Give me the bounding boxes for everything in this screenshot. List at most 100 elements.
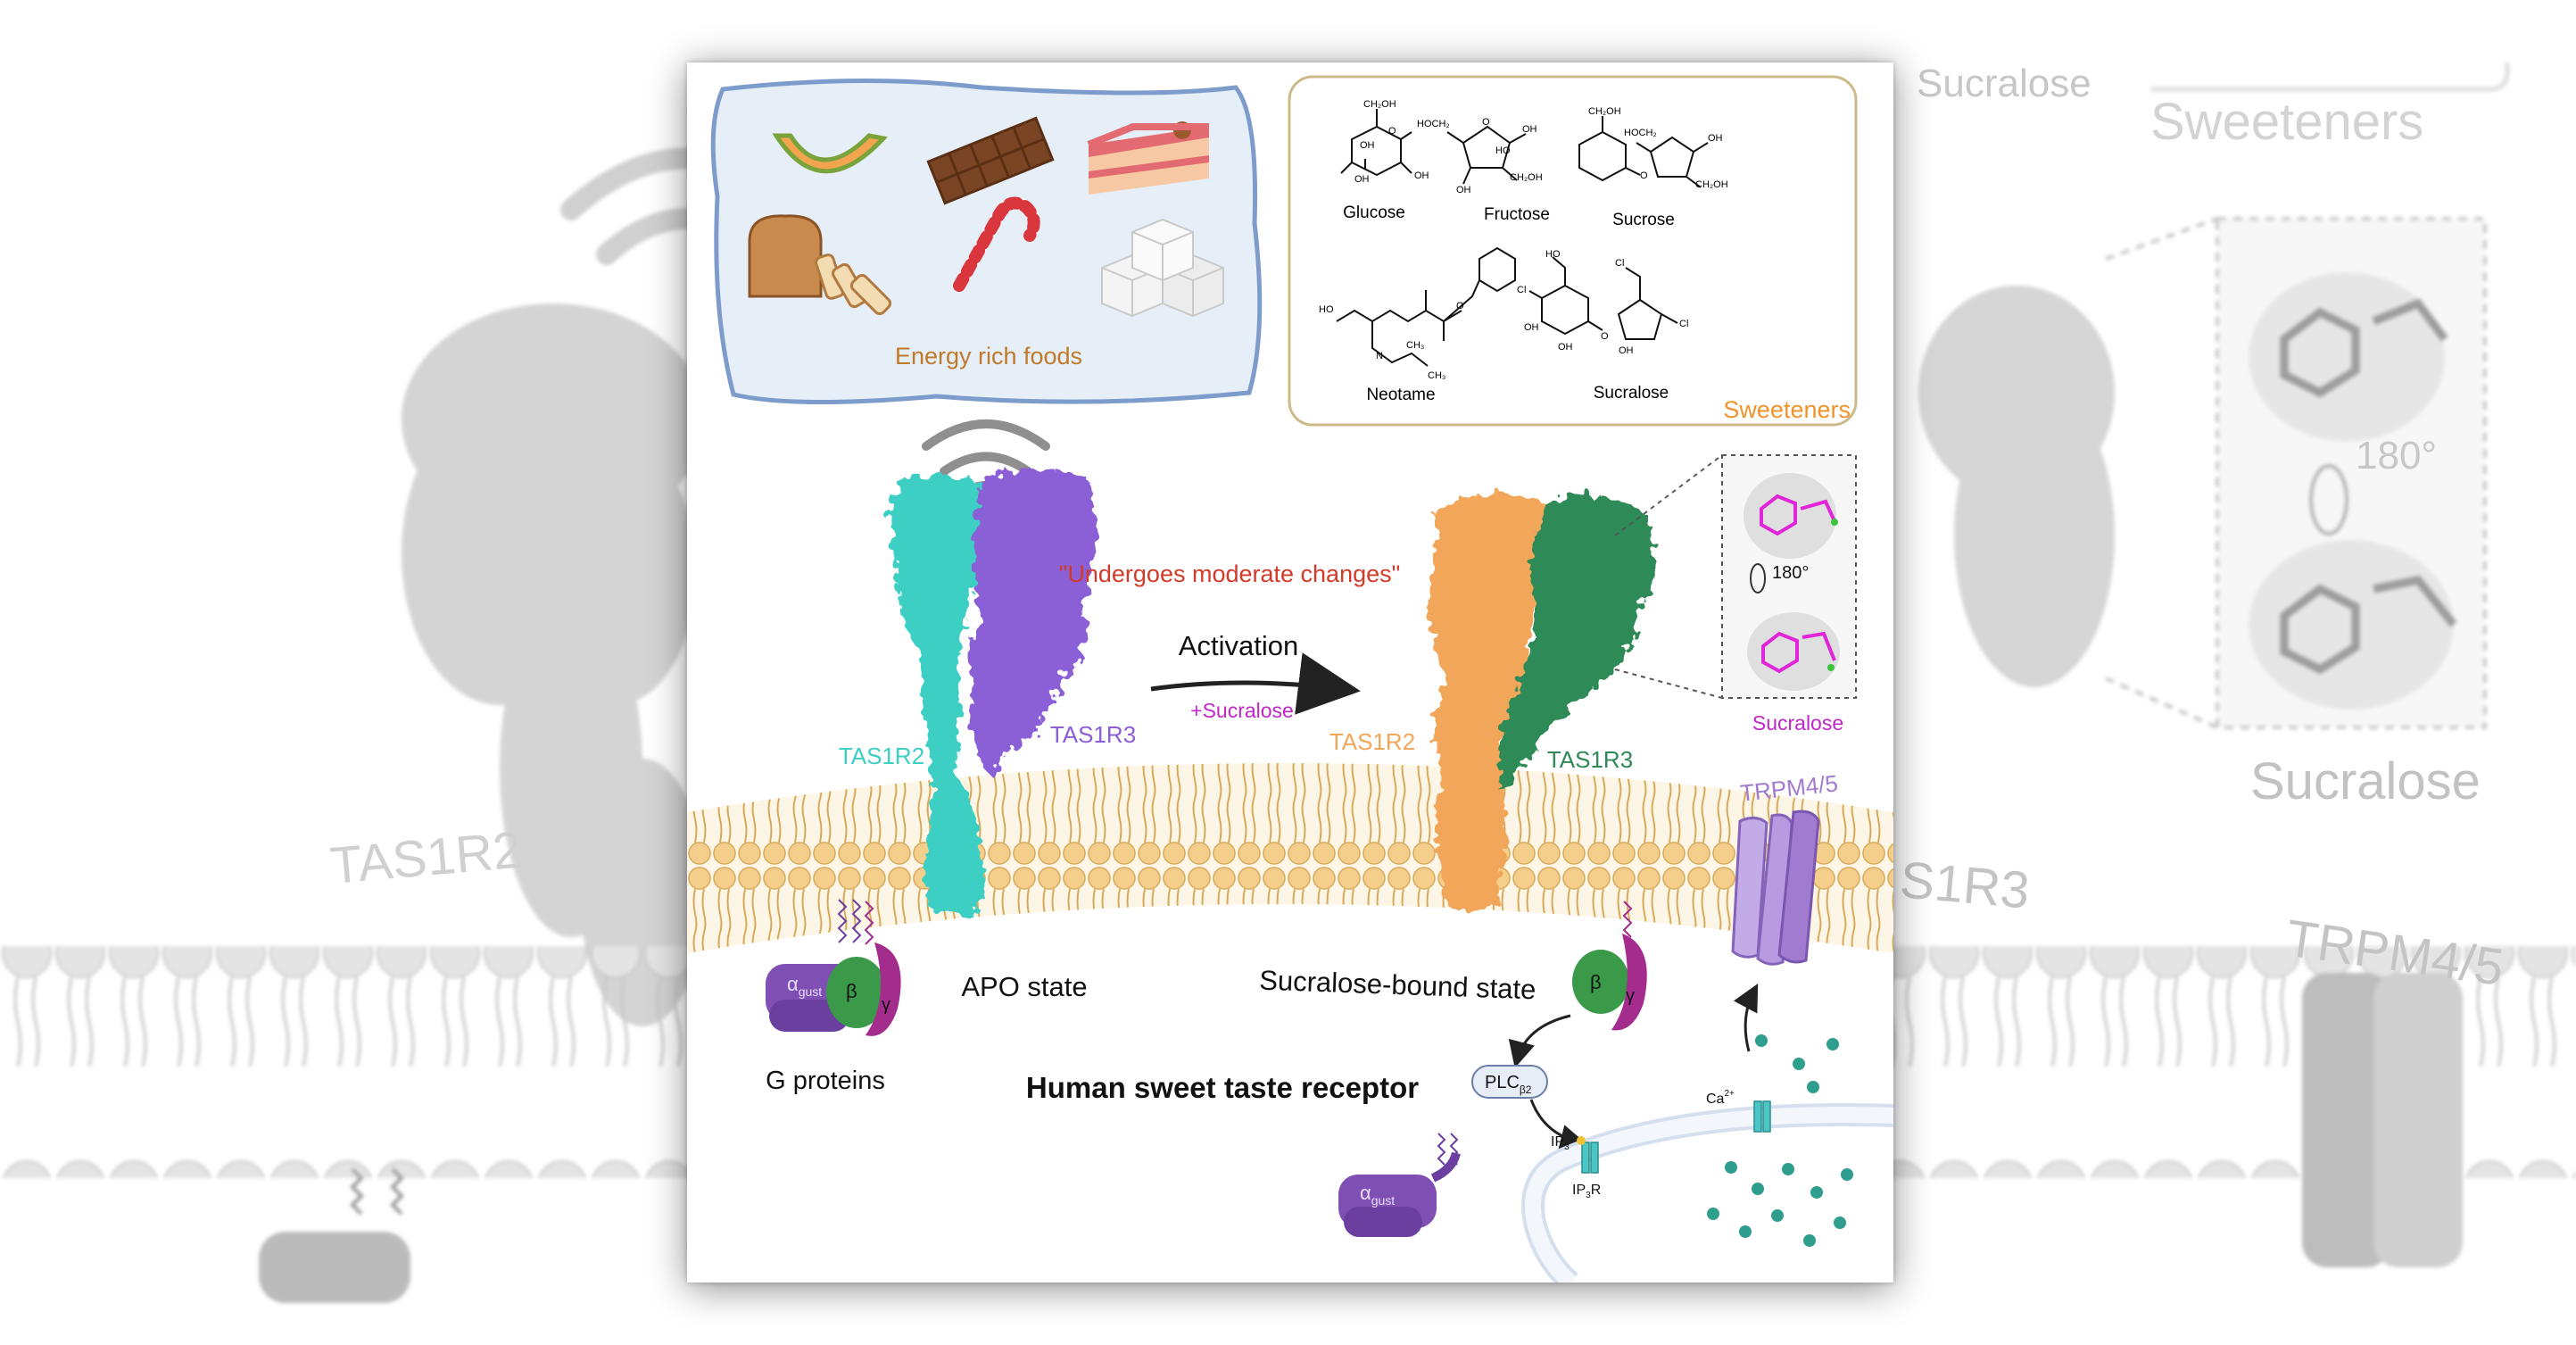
plc-to-ip3-arrow [1529,1099,1587,1151]
g-alpha-free-sub: gust [1371,1193,1396,1208]
sucrose-hoch2: HOCH₂ [1624,128,1657,138]
sucralose-ho: HO [1545,249,1561,260]
calcium-label: Ca2+ [1706,1089,1735,1107]
ip3-receptor [1577,1136,1599,1174]
sucralose-cl-3: Cl [1679,319,1688,329]
annotation-line: "Undergoes moderate changes" [1059,560,1400,587]
apo-tas1r3-label: TAS1R3 [1050,721,1136,748]
zoom-rotation-label: 180° [1772,563,1809,583]
plc-text: PLC [1485,1073,1520,1092]
bread-loaf-icon [748,214,892,316]
sucralose-addition-label: +Sucralose [1190,699,1294,722]
ip3-sub: 3 [1564,1142,1570,1152]
g-gamma-apo: γ [882,995,890,1015]
activation-label: Activation [1179,630,1298,661]
g-alpha-free-label: αgust [1360,1182,1395,1208]
background-tas1r2: TAS1R2 [327,820,524,894]
activation-arrow [1150,652,1361,715]
sucralose-o-link: O [1601,331,1609,342]
neotame-ch3-1: CH₃ [1406,340,1424,351]
g-alpha-apo: αgust [787,973,822,999]
sweeteners-panel: CH₂OH O OH OH OH Glucose HOCH₂ O OH HO C… [1288,75,1858,427]
neotame-ch3-2: CH₃ [1428,370,1445,381]
background-sweeteners: Sweeteners [2150,93,2423,151]
apo-tas1r3-density [969,468,1096,776]
calcium-channel [1753,1100,1771,1133]
ip3r-sub: 3 [1586,1191,1591,1200]
neotame-o: O [1456,301,1464,311]
sucralose-struct-label: Sucralose [1594,384,1669,403]
sugar-cubes-icon [1101,218,1224,318]
sucralose-oh-3: OH [1524,322,1539,333]
figure-title: Human sweet taste receptor [1026,1071,1419,1104]
fructose-hoch2: HOCH₂ [1417,119,1450,129]
fructose-o: O [1482,117,1490,128]
fructose-oh: OH [1522,124,1537,135]
fructose-label: Fructose [1484,205,1550,224]
sucrose-label: Sucrose [1612,211,1675,229]
ip3-text: IP [1551,1134,1564,1150]
calcium-ions [1707,1034,1853,1247]
glucose-ch2oh: CH₂OH [1363,99,1396,110]
g-beta-apo: β [846,980,857,1002]
background-sucralose-top: Sucralose [1917,62,2091,105]
glucose-oh-2: OH [1414,170,1429,181]
melon-icon [772,133,888,174]
fructose-oh-2: OH [1456,185,1471,195]
background-tas1r3: S1R3 [1898,851,2032,919]
ip3r-label: IP3R [1572,1183,1601,1200]
energy-foods-panel: Energy rich foods [710,78,1263,405]
g-protein-bound: β γ [1572,901,1647,1031]
calcium-to-trpm-arrow [1733,984,1759,1052]
fructose-ho: HO [1495,145,1511,156]
plc-sub: β2 [1520,1083,1532,1096]
g-alpha-free: αgust [1338,1133,1461,1237]
neotame-structure [1336,246,1516,367]
g-alpha-apo-sub: gust [799,984,823,999]
sucrose-ch2oh-1: CH₂OH [1588,106,1621,117]
sucrose-structure [1578,116,1709,188]
glucose-label: Glucose [1343,203,1405,222]
neotame-n: N [1376,351,1383,361]
sucralose-cl-2: Cl [1615,258,1624,269]
background-receptor-right [1918,286,2115,687]
candy-cane-icon [953,196,1040,292]
background-receptor-left [402,303,705,1026]
g-to-plc-arrow [1508,1014,1571,1068]
g-protein-apo: αgust β γ [766,899,901,1036]
trpm-channel: TRPM4/5 [1731,769,1839,966]
sucrose-oh: OH [1708,133,1723,144]
ip3r-text: IP [1572,1183,1586,1198]
bound-tas1r3-density [1498,494,1654,794]
ip3-label: IP3 [1551,1134,1570,1152]
g-proteins-label: G proteins [766,1067,885,1095]
plc-label: PLCβ2 [1485,1073,1532,1096]
chocolate-bar-icon [926,116,1055,205]
figure-card: Energy rich foods CH₂OH O OH OH OH Gluco… [687,62,1893,1283]
bound-tas1r3-label: TAS1R3 [1547,746,1633,773]
g-alpha-apo-symbol: α [787,973,799,995]
glucose-o: O [1388,126,1396,137]
fructose-structure [1446,125,1527,185]
sucralose-structure [1528,256,1678,340]
background-channel [2302,973,2463,1267]
apo-state-label: APO state [961,971,1087,1002]
g-beta-bound: β [1590,971,1602,993]
moderate-changes-annotation: "Undergoes moderate changes" [1059,560,1400,587]
glucose-oh-3: OH [1354,174,1370,185]
apo-tas1r2-label: TAS1R2 [839,743,924,769]
sucralose-cl-1: Cl [1517,285,1526,295]
bound-tas1r2-density [1428,494,1553,912]
g-gamma-bound: γ [1626,986,1635,1006]
sucralose-oh-1: OH [1558,342,1573,353]
background-sucralose: Sucralose [2250,752,2481,810]
calcium-text: Ca [1706,1092,1725,1107]
fructose-ch2oh: CH₂OH [1510,172,1543,183]
sucralose-oh-2: OH [1619,345,1634,356]
sucrose-ch2oh-2: CH₂OH [1695,179,1728,190]
zoom-sucralose-label: Sucralose [1752,711,1843,735]
figure-canvas: Energy rich foods CH₂OH O OH OH OH Gluco… [687,75,1893,1283]
bound-tas1r2-label: TAS1R2 [1329,728,1415,755]
trpm-label: TRPM4/5 [1739,769,1839,806]
plc-enzyme: PLCβ2 [1471,1065,1548,1099]
